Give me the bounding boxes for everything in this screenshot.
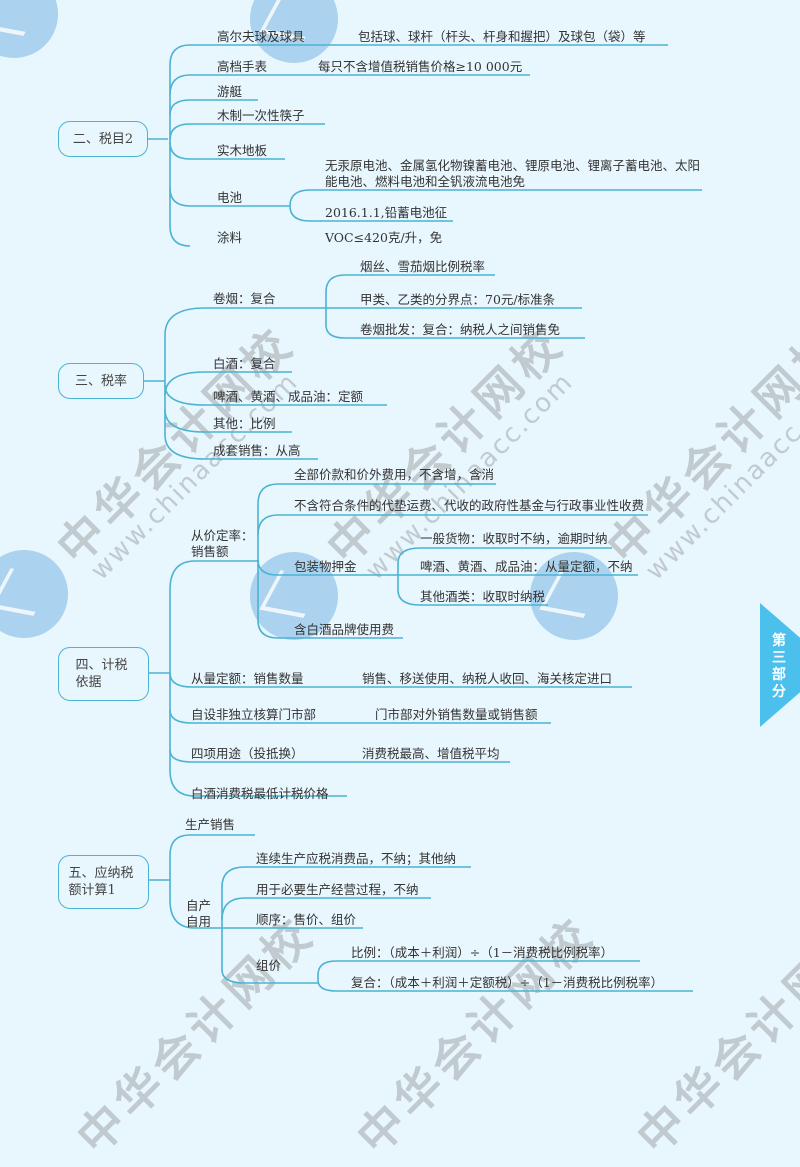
node-chopsticks: 木制一次性筷子 bbox=[217, 108, 305, 123]
node-watch: 高档手表 bbox=[217, 59, 268, 74]
section-tax-basis: 四、计税依据 bbox=[58, 647, 149, 701]
node-retail-outlet: 自设非独立核算门市部 bbox=[191, 707, 317, 722]
node-battery: 电池 bbox=[217, 190, 243, 205]
node-battery-exempt: 无汞原电池、金属氢化物镍蓄电池、锂原电池、锂离子蓄电池、太阳能电池、燃料电池和全… bbox=[325, 158, 701, 189]
node-retail-outlet-detail: 门市部对外销售数量或销售额 bbox=[375, 707, 538, 722]
node-cigarette-wholesale: 卷烟批发：复合：纳税人之间销售免 bbox=[360, 322, 561, 337]
node-watch-detail: 每只不含增值税销售价格≥10 000元 bbox=[318, 59, 523, 74]
node-formula-proportional: 比例：（成本＋利润）÷（1－消费税比例税率） bbox=[351, 945, 614, 960]
node-general-goods: 一般货物：收取时不纳，逾期时纳 bbox=[420, 531, 608, 546]
node-continuous-production: 连续生产应税消费品，不纳；其他纳 bbox=[256, 851, 457, 866]
section-tab-label: 第三部分 bbox=[772, 633, 786, 700]
node-formula-compound: 复合：（成本＋利润＋定额税）÷（1－消费税比例税率） bbox=[351, 975, 664, 990]
node-beer-oil: 啤酒、黄酒、成品油：定额 bbox=[213, 389, 364, 404]
section-title: 四、计税依据 bbox=[75, 658, 128, 690]
mindmap-connectors bbox=[143, 44, 702, 992]
node-ad-valorem: 从价定率：销售额 bbox=[191, 528, 254, 559]
node-golf: 高尔夫球及球具 bbox=[217, 29, 305, 44]
node-other-rate: 其他：比例 bbox=[213, 416, 276, 431]
node-self-use: 自产自用 bbox=[186, 898, 212, 929]
node-yacht: 游艇 bbox=[217, 84, 243, 99]
node-packaging-deposit: 包装物押金 bbox=[294, 559, 357, 574]
node-baijiu: 白酒：复合 bbox=[213, 356, 276, 371]
node-cigar-rate: 烟丝、雪茄烟比例税率 bbox=[360, 259, 486, 274]
node-set-sale: 成套销售：从高 bbox=[213, 443, 301, 458]
section-title: 五、应纳税额计算1 bbox=[68, 866, 134, 898]
node-necessary-process: 用于必要生产经营过程，不纳 bbox=[256, 882, 419, 897]
node-beer-deposit: 啤酒、黄酒、成品油：从量定额，不纳 bbox=[420, 559, 633, 574]
node-four-uses: 四项用途（投抵换） bbox=[191, 746, 304, 761]
node-four-uses-detail: 消费税最高、增值税平均 bbox=[362, 746, 500, 761]
node-other-liquor: 其他酒类：收取时纳税 bbox=[420, 589, 546, 604]
node-wood-floor: 实木地板 bbox=[217, 143, 268, 158]
node-exclusions: 不含符合条件的代垫运费、代收的政府性基金与行政事业性收费 bbox=[294, 498, 645, 513]
node-baijiu-min-price: 白酒消费税最低计税价格 bbox=[191, 786, 329, 801]
section-tax-items-2: 二、税目2 bbox=[58, 121, 148, 157]
node-brand-fee: 含白酒品牌使用费 bbox=[294, 622, 395, 637]
node-composite-price: 组价 bbox=[256, 958, 282, 973]
node-golf-detail: 包括球、球杆（杆头、杆身和握把）及球包（袋）等 bbox=[358, 29, 646, 44]
node-full-price: 全部价款和价外费用，不含增，含消 bbox=[294, 467, 495, 482]
node-paint: 涂料 bbox=[217, 230, 243, 245]
section-title: 三、税率 bbox=[74, 373, 127, 389]
node-production-sale: 生产销售 bbox=[185, 817, 236, 832]
node-order: 顺序：售价、组价 bbox=[256, 912, 357, 927]
node-specific-rate: 从量定额：销售数量 bbox=[191, 671, 304, 686]
node-class-boundary: 甲类、乙类的分界点：70元/标准条 bbox=[360, 292, 556, 307]
section-tax-calc-1: 五、应纳税额计算1 bbox=[58, 855, 149, 909]
node-paint-detail: VOC≤420克/升，免 bbox=[325, 230, 443, 245]
section-tax-rate: 三、税率 bbox=[58, 363, 144, 399]
node-specific-rate-detail: 销售、移送使用、纳税人收回、海关核定进口 bbox=[362, 671, 613, 686]
node-battery-lead: 2016.1.1,铅蓄电池征 bbox=[325, 205, 448, 220]
node-cigarette: 卷烟：复合 bbox=[213, 291, 276, 306]
section-title: 二、税目2 bbox=[72, 131, 134, 147]
